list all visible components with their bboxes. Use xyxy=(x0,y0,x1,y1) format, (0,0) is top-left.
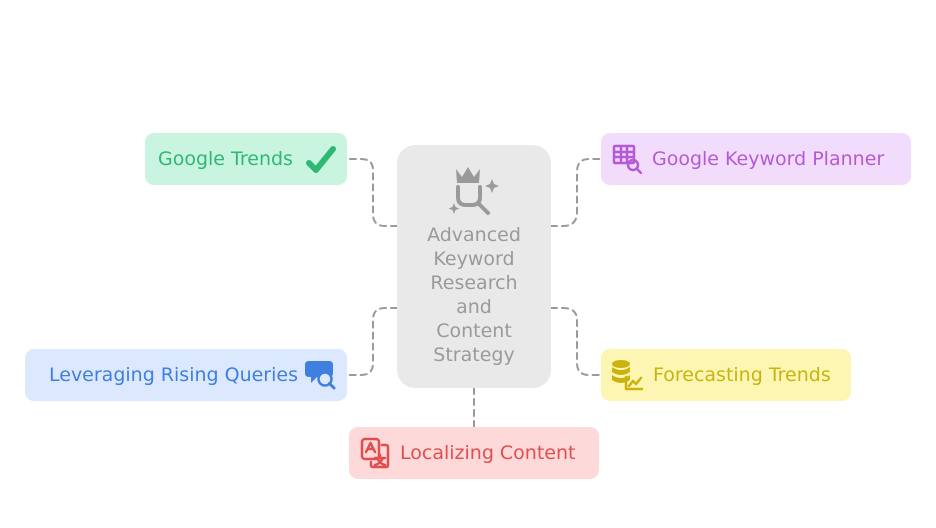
checkmark-icon xyxy=(305,143,337,175)
branch-label: Forecasting Trends xyxy=(653,364,831,386)
branch-label: Google Trends xyxy=(158,148,293,170)
branch-label: Localizing Content xyxy=(400,442,576,464)
connector-rising-queries xyxy=(348,307,398,376)
branch-label: Google Keyword Planner xyxy=(652,148,885,170)
branch-google-trends: Google Trends xyxy=(145,133,347,185)
branch-leveraging-rising-queries: Leveraging Rising Queries xyxy=(25,349,347,401)
branch-localizing-content: Localizing Content xyxy=(349,427,599,479)
connector-google-trends xyxy=(348,158,398,227)
connector-keyword-planner xyxy=(550,158,602,227)
center-topic-card: Advanced Keyword Research and Content St… xyxy=(397,145,551,388)
branch-label: Leveraging Rising Queries xyxy=(49,364,298,386)
branch-google-keyword-planner: Google Keyword Planner xyxy=(601,133,911,185)
connector-forecasting xyxy=(550,307,602,376)
translate-icon xyxy=(360,437,390,469)
chat-search-icon xyxy=(305,359,337,391)
center-topic-label: Advanced Keyword Research and Content St… xyxy=(427,224,521,366)
keyword-research-crown-icon xyxy=(448,167,499,215)
database-chart-icon xyxy=(611,359,643,391)
branch-forecasting-trends: Forecasting Trends xyxy=(601,349,851,401)
table-search-icon xyxy=(612,144,642,174)
